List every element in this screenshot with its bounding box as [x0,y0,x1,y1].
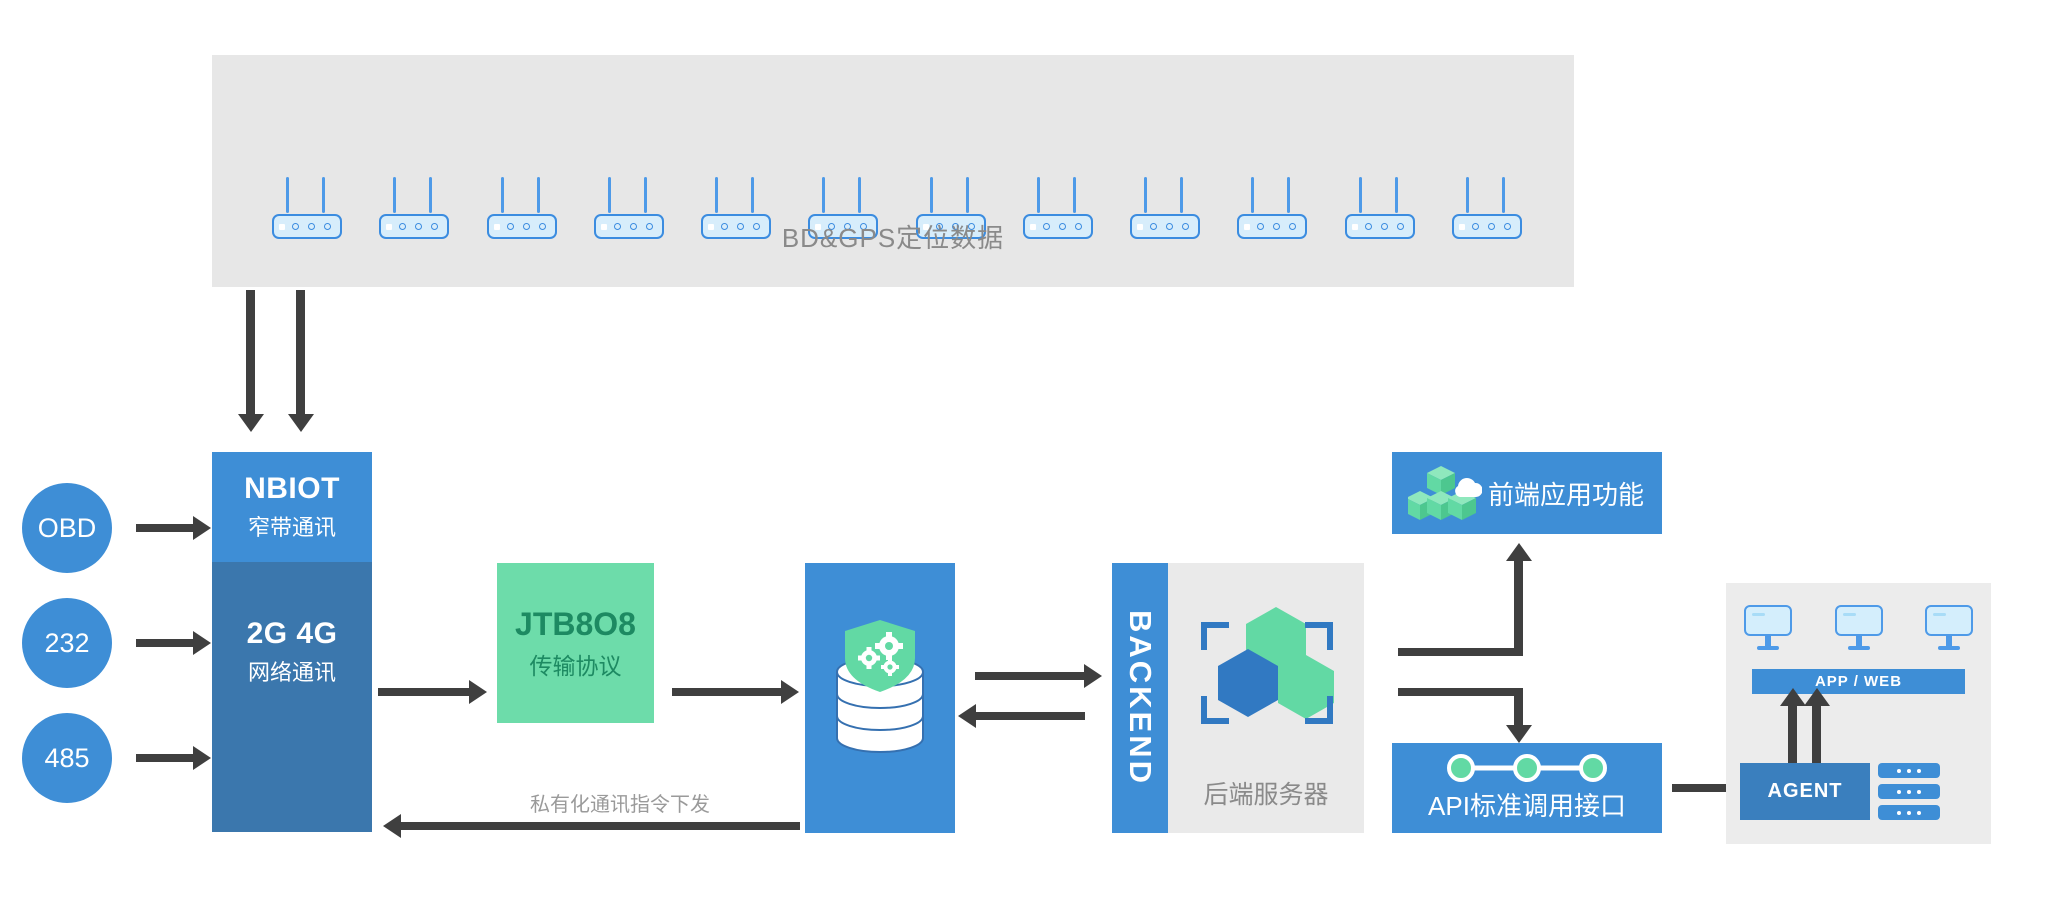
input-node-label: 485 [44,742,90,773]
protocol-title: JTB8O8 [515,605,636,642]
arrow-232-to-comm [136,639,194,647]
node-chain-icon [1447,754,1607,782]
router-icon [1022,177,1093,239]
monitor-row [1744,605,1973,653]
backend-label: 后端服务器 [1203,781,1329,809]
monitor-icon [1834,605,1883,653]
app-web-label: APP / WEB [1814,673,1903,690]
server-rack-icon [1878,784,1940,799]
router-icon [1451,177,1522,239]
comm-module-cellular[interactable]: 2G 4G 网络通讯 [212,562,372,832]
protocol-subtitle: 传输协议 [529,652,622,679]
monitor-icon [1744,605,1792,653]
arrow-agent-to-appweb-1 [1788,705,1797,763]
arrow-obd-to-comm [136,524,194,532]
input-node-obd[interactable]: OBD [22,483,112,573]
database-block[interactable] [805,563,955,833]
connector-backend-up-horizontal [1398,648,1522,656]
router-icon [915,177,986,239]
agent-panel: APP / WEB AGENT [1726,583,1991,844]
input-node-label: OBD [37,512,97,543]
arrow-backend-to-api [1514,688,1523,726]
router-icon [1237,177,1308,239]
api-block[interactable]: API标准调用接口 [1392,743,1662,833]
comm-module-block: NBIOT 窄带通讯 2G 4G 网络通讯 [212,452,372,832]
router-icon [593,177,664,239]
comm-module-cellular-title: 2G 4G [246,617,338,650]
database-shield-gears-icon [836,620,924,753]
router-icon [701,177,772,239]
input-node-485[interactable]: 485 [22,713,112,803]
frontend-app-label: 前端应用功能 [1488,479,1645,510]
frontend-app-block[interactable]: 前端应用功能 [1392,452,1662,534]
router-icon [1344,177,1415,239]
input-node-232[interactable]: 232 [22,598,112,688]
device-band-label: BD&GPS定位数据 [781,223,1005,253]
arrow-database-to-backend [975,672,1085,680]
agent-block[interactable]: AGENT [1740,763,1870,820]
arrow-agent-to-appweb-2 [1812,705,1821,763]
comm-module-cellular-subtitle: 网络通讯 [247,660,336,685]
router-icon [272,177,342,239]
input-node-label: 232 [44,627,90,658]
arrow-database-to-comm-feedback [400,822,800,830]
api-label: API标准调用接口 [1428,791,1626,821]
monitor-icon [1925,605,1973,653]
backend-block[interactable]: BACKEND 后端服务器 [1112,563,1364,833]
router-icon [379,177,450,239]
agent-label: AGENT [1767,780,1843,802]
device-band-panel: BD&GPS定位数据 [212,55,1574,287]
arrow-485-to-comm [136,754,194,762]
server-rack-stack [1878,763,1940,826]
router-icon [1130,177,1201,239]
arrow-backend-to-frontend [1514,560,1523,656]
hexagon-cluster-icon [1201,607,1334,724]
router-icon [808,177,879,239]
comm-module-nbiot-subtitle: 窄带通讯 [247,515,336,540]
arrow-api-to-agent [1672,784,1736,792]
connector-backend-down-horizontal [1398,688,1522,696]
arrow-band-to-comm-2 [296,290,305,415]
router-icon [486,177,557,239]
backend-vertical-bar: BACKEND [1112,563,1168,833]
protocol-block[interactable]: JTB8O8 传输协议 [497,563,654,723]
arrow-protocol-to-database [672,688,782,696]
comm-module-nbiot[interactable]: NBIOT 窄带通讯 [212,452,372,562]
server-rack-icon [1878,763,1940,778]
feedback-label: 私有化通讯指令下发 [530,794,710,816]
comm-module-nbiot-title: NBIOT [244,472,340,505]
router-row [272,177,1522,239]
arrow-band-to-comm-1 [246,290,255,415]
backend-vertical-title: BACKEND [1123,610,1158,786]
server-rack-icon [1878,805,1940,820]
arrow-comm-to-protocol [378,688,470,696]
arrow-backend-to-database [975,712,1085,720]
cubes-cloud-icon [1408,466,1482,520]
